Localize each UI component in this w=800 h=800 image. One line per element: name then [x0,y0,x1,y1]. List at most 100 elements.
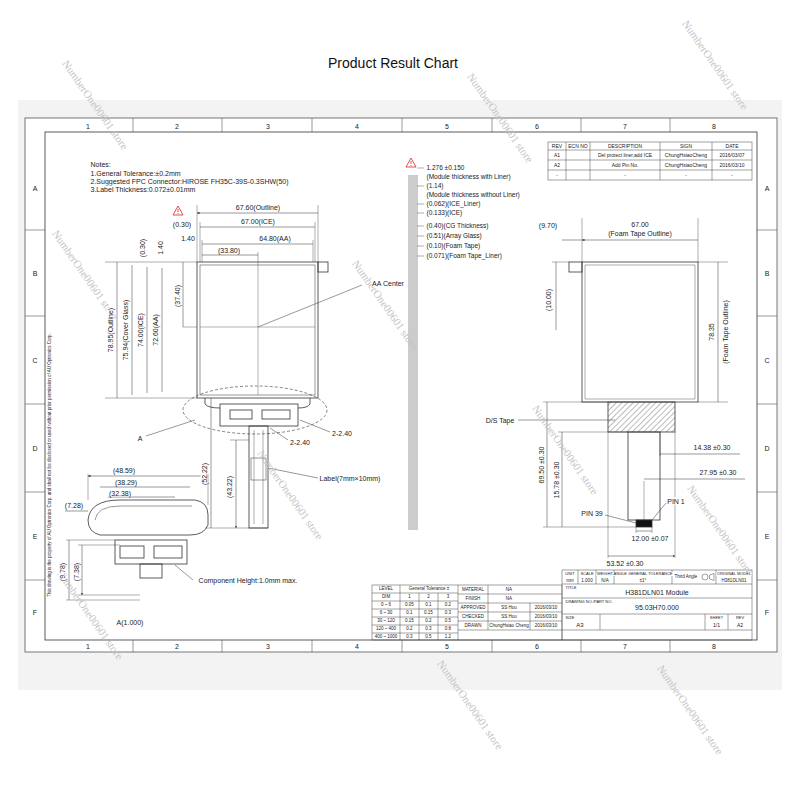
field-value: A3 [576,622,584,628]
table-cell: 0.1 [406,611,413,616]
table-cell: 2 [427,595,431,600]
component [120,546,144,558]
field-value: A2 [736,623,743,628]
field-value: mm [566,578,575,583]
table-cell: - [731,173,734,178]
dimension: 67.60(Outline) [235,204,280,211]
table-cell: Add Pin No. [611,163,639,168]
layer-label: (0.071)(Foam Tape_Liner) [426,253,502,260]
zone-number: 6 [535,123,540,130]
field-name: ANGLE GENERAL TOLERANCE [613,572,673,576]
panel-outline [197,262,318,398]
table-cell: 0 ~ 6 [380,603,391,608]
dimension: (7.38) [73,562,80,581]
pin-label: PIN 1 [667,498,686,505]
zone-number: 3 [266,643,271,650]
table-cell: 0.3 [444,611,451,616]
title-frame [562,570,752,640]
field-value: NA [505,587,512,592]
fpc-body [220,404,298,426]
dimension: 27.95 ±0.30 [699,469,737,476]
field-value: H381DLN01 [721,578,747,583]
dimension: (9.70) [538,222,557,229]
dimension: (Foam Tape Outline) [608,230,673,237]
layer-stack [409,175,417,530]
component [154,546,182,558]
field-name: MATERIAL [461,587,484,592]
watermark: NumberOne00601 store [680,18,750,112]
table-cell: 3 [446,595,450,600]
dimension: 67.00(ICE) [241,218,276,225]
callout-label: AA Center [372,280,405,287]
leader-lines [518,420,666,523]
dimension: 53.52 ±0.30 [606,560,644,567]
warning-triangle [173,158,416,215]
pin-label: PIN 39 [581,510,603,517]
ds-tape [608,402,675,432]
layer-label: (0.10)(Foam Tape) [426,243,481,250]
fpc-contacts [636,520,652,527]
connector-bulge [205,398,310,408]
field-name: FINISH [465,596,481,601]
dimension: 72.60(AA) [152,314,159,347]
table-cell: ChungHsiaoCheng [664,163,707,168]
dimension: 69.50 ±0.30 [538,446,545,484]
foam-tape-outline [585,265,695,399]
zone-letter: C [764,357,770,364]
approval-frame [372,585,562,640]
layer-label: 1.276 ±0.150 [426,165,465,172]
front-view [183,262,328,528]
field-name: CHECKED [461,614,484,619]
zone-number: 8 [712,643,717,650]
dimension: (52.22) [201,462,208,485]
zone-letter: F [764,609,769,616]
field-name: APPROVED [460,605,486,610]
zone-letter: B [32,270,38,277]
dimension: (7.28) [64,502,83,509]
fpc-tail [249,426,268,528]
dimension: (9.78) [59,562,66,581]
table-cell: - [624,173,627,178]
note-line: 1.General Tolerance:±0.2mm [90,170,181,177]
table-cell: 400 ~ 1000 [374,634,398,639]
zone-letter: D [764,445,770,452]
zone-number: 7 [623,123,628,130]
dimension: (48.59) [112,467,135,474]
table-cell: 6 ~ 30 [379,611,393,616]
leader-line [175,565,193,580]
field-name: DRAWN [464,623,482,628]
fpc-traces [254,430,263,524]
title-block [372,570,752,640]
view-label: A(1.000) [116,619,144,626]
table-cell: - [685,173,688,178]
field-value: ±1° [639,578,647,583]
dimension: (0.30) [172,221,191,228]
fpc-window [230,410,252,419]
dimension: 2-2.40 [290,439,311,446]
table-cell: 0.5 [444,619,451,624]
table-cell: 0.2 [425,619,432,624]
dimension: 2-2.40 [332,430,353,437]
zone-number: 1 [86,643,91,650]
table-header: DESCRIPTION [607,144,642,149]
layer-label: (0.40)(CG Thickness) [426,223,489,230]
table-header: General Tolerance ± [408,587,449,592]
zone-number: 2 [175,123,180,130]
zone-number: 4 [355,643,360,650]
table-cell: Del protect liner,add ICE [597,153,652,158]
panel-tab [318,262,328,272]
detail-view [65,474,208,600]
sheet-outer-border [25,118,777,652]
table-cell: 2016/03/07 [719,153,745,158]
table-cell: DIM [381,595,390,600]
warning-dot [411,165,412,166]
active-area [200,265,315,395]
field-name: TITLE [565,586,577,590]
table-cell: A2 [553,163,560,168]
note-line: 2.Suggested FPC Connector:HIROSE FH35C-3… [90,178,289,185]
table-grid [548,142,752,180]
detail-outline [88,500,208,535]
table-cell: 30 ~ 120 [377,619,396,624]
zone-number: 1 [86,123,91,130]
